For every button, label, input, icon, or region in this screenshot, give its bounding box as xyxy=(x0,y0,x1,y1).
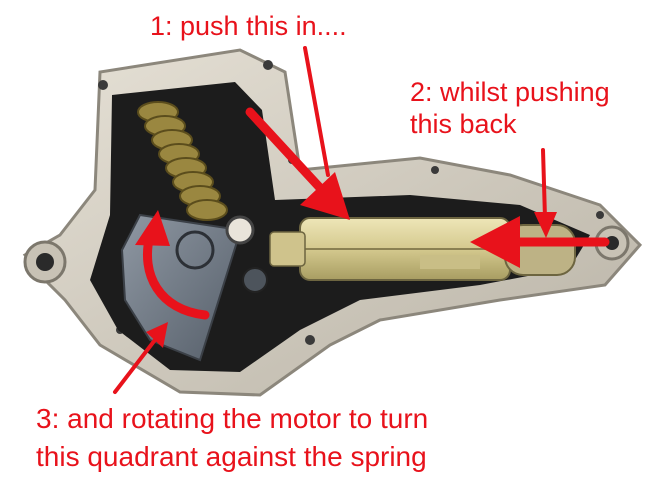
arrow-step2-pointer xyxy=(534,148,557,238)
motor xyxy=(269,217,576,281)
annotation-step2: 2: whilst pushing this back xyxy=(410,76,610,140)
annotation-step3-line2: this quadrant against the spring xyxy=(36,441,427,472)
annotation-step2-line2: this back xyxy=(410,109,517,139)
curved-arrow-step3 xyxy=(135,210,210,320)
arrow-step1-pointer xyxy=(303,46,330,177)
annotation-step2-line1: 2: whilst pushing xyxy=(410,77,610,107)
annotation-step1: 1: push this in.... xyxy=(150,11,347,41)
arrow-step3 xyxy=(113,322,168,394)
quadrant-pivot xyxy=(225,215,255,245)
annotation-step3: 3: and rotating the motor to turn this q… xyxy=(36,400,428,476)
spring xyxy=(137,101,228,221)
annotation-step3-line1: 3: and rotating the motor to turn xyxy=(36,403,429,434)
arrow-step2 xyxy=(470,216,610,268)
arrow-step1 xyxy=(245,107,350,220)
